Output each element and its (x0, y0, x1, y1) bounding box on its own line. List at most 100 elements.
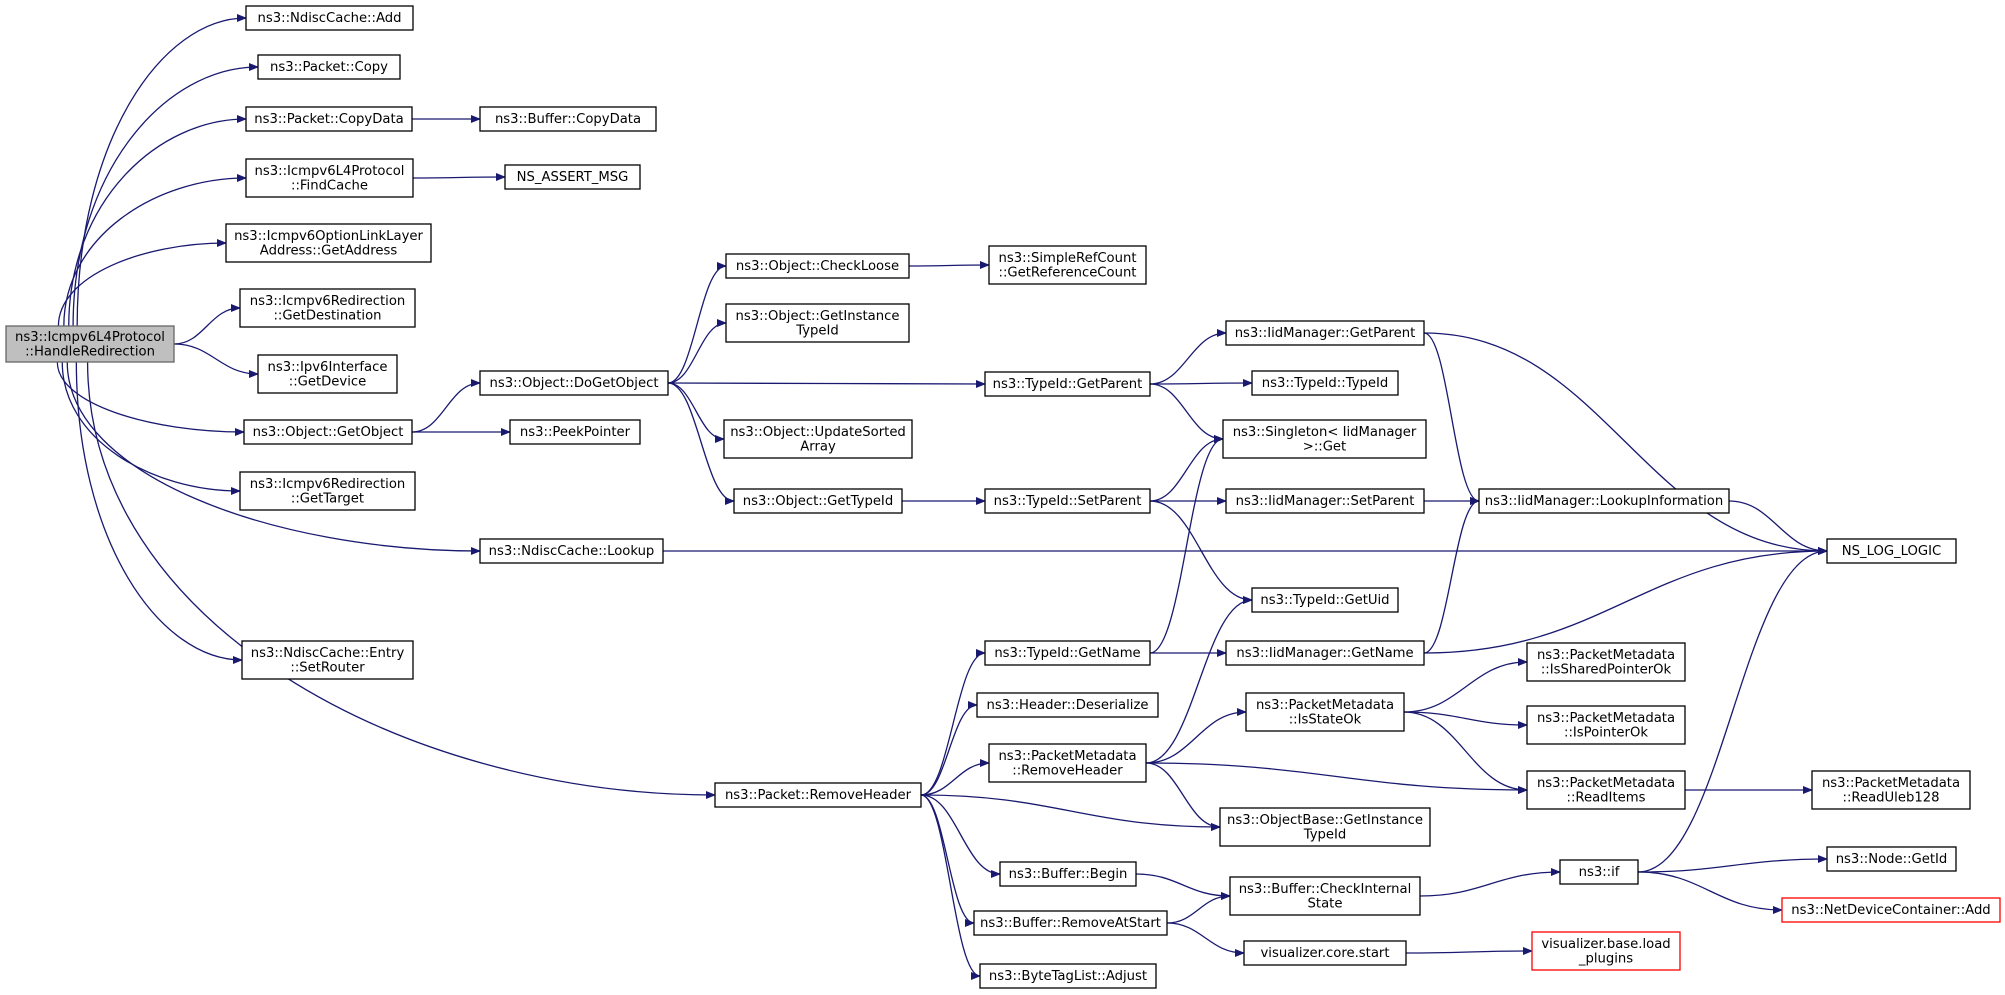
node-label-line: ns3::Icmpv6Redirection (250, 294, 406, 309)
node-btl-adjust[interactable]: ns3::ByteTagList::Adjust (979, 963, 1157, 989)
node-dogetobject[interactable]: ns3::Object::DoGetObject (479, 370, 669, 396)
node-pkt-copydata[interactable]: ns3::Packet::CopyData (245, 106, 413, 132)
node-label-line: TypeId (795, 323, 839, 338)
edge-path (61, 361, 241, 495)
node-pm-issharedptr[interactable]: ns3::PacketMetadata::IsSharedPointerOk (1526, 642, 1686, 682)
node-box (976, 692, 1159, 718)
node-box (479, 538, 664, 564)
node-gettarget[interactable]: ns3::Icmpv6Redirection::GetTarget (239, 471, 416, 511)
node-getrefcount[interactable]: ns3::SimpleRefCount::GetReferenceCount (988, 245, 1147, 285)
node-tid-getuid[interactable]: ns3::TypeId::GetUid (1251, 587, 1399, 613)
node-ndc-add[interactable]: ns3::NetDeviceContainer::Add (1781, 897, 2001, 923)
node-iid-getparent[interactable]: ns3::IidManager::GetParent (1225, 320, 1425, 346)
edge-path (920, 794, 1001, 878)
node-getdest[interactable]: ns3::Icmpv6Redirection::GetDestination (239, 288, 416, 328)
node-tid-getparent[interactable]: ns3::TypeId::GetParent (984, 371, 1151, 397)
node-pkt-copy[interactable]: ns3::Packet::Copy (257, 54, 401, 80)
node-pm-isptrok[interactable]: ns3::PacketMetadata::IsPointerOk (1526, 705, 1686, 745)
node-checkloose[interactable]: ns3::Object::CheckLoose (725, 253, 910, 279)
node-box (1826, 846, 1957, 872)
node-assert-msg[interactable]: NS_ASSERT_MSG (504, 164, 641, 190)
node-label-line: ns3::Buffer::Begin (1009, 867, 1128, 882)
edge-dogetobject-to-tid_getparent (667, 379, 986, 388)
node-label-line: ns3::Icmpv6Redirection (250, 477, 406, 492)
edge-path (667, 379, 986, 388)
node-getdevice[interactable]: ns3::Ipv6Interface::GetDevice (257, 354, 398, 394)
edge-path (1403, 711, 1528, 794)
node-box (725, 253, 910, 279)
edge-path (1166, 892, 1231, 924)
edge-pm_isstateok-to-pm_isptrok (1403, 711, 1528, 729)
node-optlink[interactable]: ns3::Icmpv6OptionLinkLayerAddress::GetAd… (225, 223, 432, 263)
node-pm-readitems[interactable]: ns3::PacketMetadata::ReadItems (1526, 770, 1686, 810)
edge-getobject-to-dogetobject (411, 379, 481, 433)
edge-path (920, 794, 981, 980)
node-findcache[interactable]: ns3::Icmpv6L4Protocol::FindCache (245, 158, 414, 198)
node-label-line: ns3::IidManager::SetParent (1236, 494, 1415, 509)
node-box (723, 419, 913, 459)
edge-root-to-pkt_copy (72, 63, 259, 327)
node-label-line: ns3::Header::Deserialize (987, 698, 1149, 713)
node-box (1225, 640, 1425, 666)
node-label-line: _plugins (1578, 951, 1633, 966)
node-box (504, 164, 641, 190)
node-buf-rmatstart[interactable]: ns3::Buffer::RemoveAtStart (973, 910, 1168, 936)
node-viz-core[interactable]: visualizer.core.start (1243, 940, 1407, 966)
node-pm-rmheader[interactable]: ns3::PacketMetadata::RemoveHeader (988, 743, 1147, 783)
node-iid-getname[interactable]: ns3::IidManager::GetName (1225, 640, 1425, 666)
node-ns3-if[interactable]: ns3::if (1559, 859, 1639, 885)
edge-path (1637, 547, 1828, 873)
node-singleton[interactable]: ns3::Singleton< IidManager>::Get (1222, 419, 1427, 459)
node-pm-readuleb[interactable]: ns3::PacketMetadata::ReadUleb128 (1811, 770, 1971, 810)
edge-path (920, 794, 1221, 831)
node-pm-isstateok[interactable]: ns3::PacketMetadata::IsStateOk (1245, 692, 1405, 732)
node-tid-getname[interactable]: ns3::TypeId::GetName (984, 640, 1151, 666)
edge-buf_checkint-to-ns3_if (1419, 868, 1561, 897)
edge-path (75, 361, 243, 664)
node-ndisc-lookup[interactable]: ns3::NdiscCache::Lookup (479, 538, 664, 564)
node-label-line: ::FindCache (291, 178, 368, 193)
node-setrouter[interactable]: ns3::NdiscCache::Entry::SetRouter (241, 640, 414, 680)
node-rmheader[interactable]: ns3::Packet::RemoveHeader (714, 782, 922, 808)
edge-root-to-getdest (173, 304, 241, 345)
node-label-line: ns3::TypeId::GetUid (1260, 593, 1389, 608)
edge-path (667, 382, 725, 443)
node-buf-begin[interactable]: ns3::Buffer::Begin (999, 861, 1137, 887)
edge-iid_getparent-to-ns_log_logic (1423, 332, 1828, 555)
edge-rmheader-to-hdr_deser (920, 701, 978, 796)
node-tid-setparent[interactable]: ns3::TypeId::SetParent (984, 488, 1151, 514)
node-buf-copydata[interactable]: ns3::Buffer::CopyData (479, 106, 657, 132)
node-tid-typeid[interactable]: ns3::TypeId::TypeId (1251, 370, 1399, 396)
node-node-getid[interactable]: ns3::Node::GetId (1826, 846, 1957, 872)
node-box (479, 370, 669, 396)
node-ns-log-logic[interactable]: NS_LOG_LOGIC (1826, 538, 1957, 564)
node-getobject[interactable]: ns3::Object::GetObject (243, 419, 413, 445)
node-root[interactable]: ns3::Icmpv6L4Protocol::HandleRedirection (5, 325, 175, 363)
node-box (243, 419, 413, 445)
node-label-line: ns3::Packet::CopyData (254, 112, 403, 127)
node-box (245, 158, 414, 198)
node-iid-setparent[interactable]: ns3::IidManager::SetParent (1225, 488, 1425, 514)
node-peekpointer[interactable]: ns3::PeekPointer (509, 419, 641, 445)
edge-dogetobject-to-gettypeid (667, 382, 735, 505)
node-viz-loadplugins[interactable]: visualizer.base.load_plugins (1531, 931, 1681, 971)
edge-iid_lookupinfo-to-ns_log_logic (1728, 500, 1828, 555)
node-label-line: ns3::TypeId::SetParent (994, 494, 1142, 509)
node-gettypeid[interactable]: ns3::Object::GetTypeId (733, 488, 903, 514)
node-label-line: ns3::Node::GetId (1836, 852, 1948, 867)
edge-path (1423, 547, 1828, 654)
edge-path (1149, 435, 1224, 654)
edge-path (1637, 871, 1783, 914)
edge-path (173, 343, 259, 378)
node-hdr-deser[interactable]: ns3::Header::Deserialize (976, 692, 1159, 718)
node-label-line: visualizer.core.start (1260, 946, 1389, 961)
node-iid-lookupinfo[interactable]: ns3::IidManager::LookupInformation (1478, 488, 1730, 514)
node-ndisc-add[interactable]: ns3::NdiscCache::Add (245, 5, 414, 31)
node-box (241, 640, 414, 680)
node-label-line: ns3::Buffer::RemoveAtStart (980, 916, 1161, 931)
node-box (999, 861, 1137, 887)
